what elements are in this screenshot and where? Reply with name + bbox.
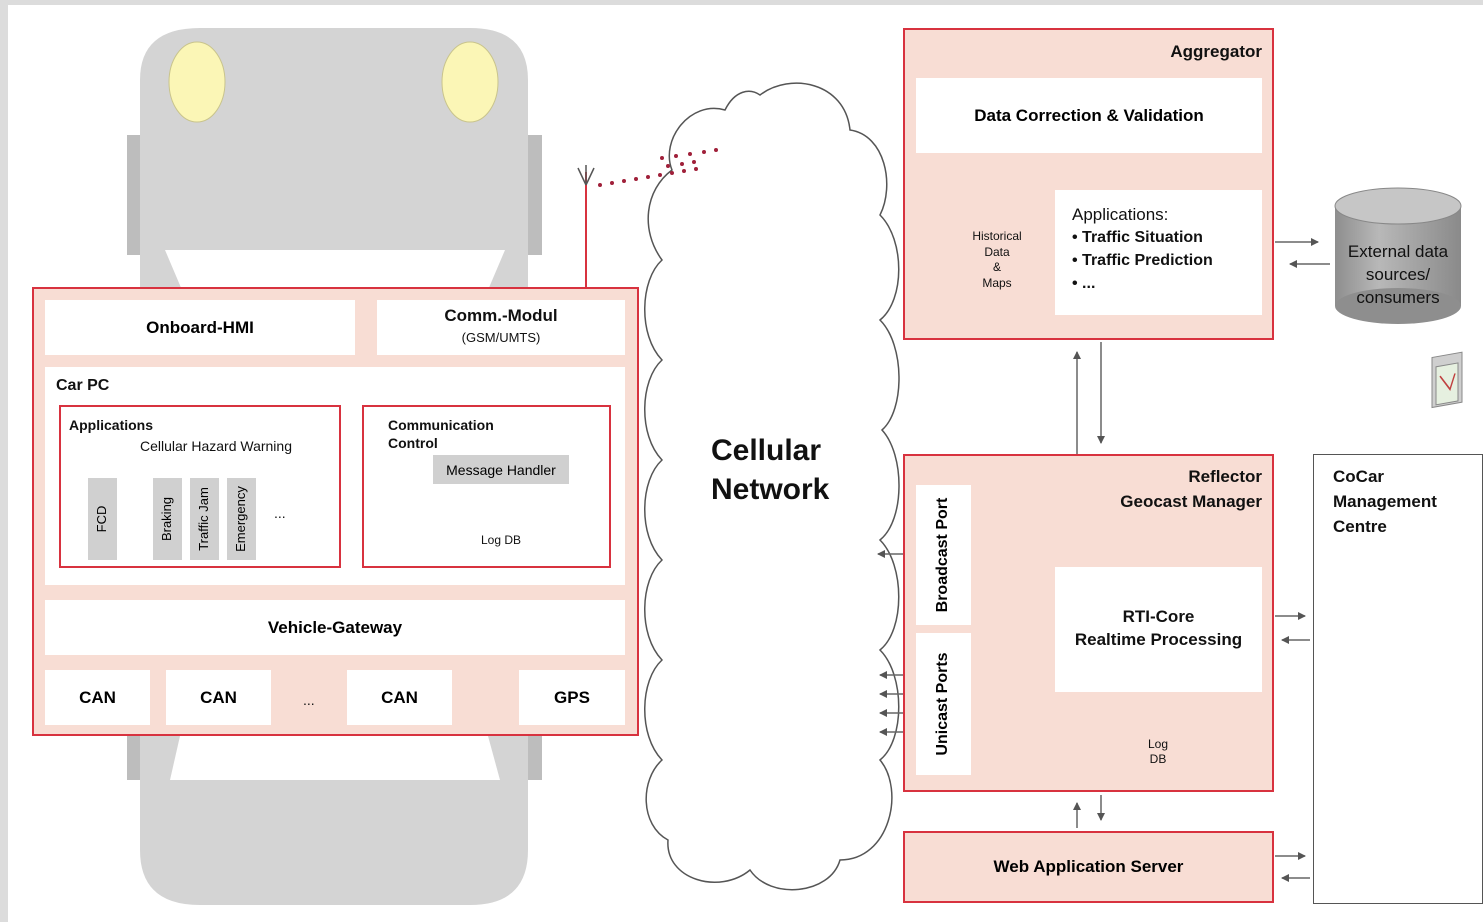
communication-control-label-line2: Control: [388, 435, 438, 451]
onboard-hmi-box: Onboard-HMI: [45, 300, 355, 355]
gps-label: GPS: [554, 687, 590, 707]
message-handler-label: Message Handler: [446, 461, 556, 478]
cellular-network-label-line2: Network: [711, 473, 830, 506]
cellular-network-cloud: [644, 82, 900, 891]
applications-label: Applications: [69, 417, 154, 433]
apps-more-ellipsis: ...: [274, 505, 286, 521]
bus-more-ellipsis: ...: [303, 692, 315, 708]
rti-core-label-line1: RTI-Core: [1122, 607, 1195, 626]
cocar-label-line3: Centre: [1333, 517, 1387, 536]
cocar-management-centre-box: [1313, 454, 1483, 904]
can-box-2: CAN: [166, 670, 271, 725]
emergency-app-box: Emergency: [227, 478, 256, 560]
cocar-label-line1: CoCar: [1333, 467, 1385, 486]
aggregator-applications-box: [1055, 190, 1262, 315]
rti-core-box: RTI-Core Realtime Processing: [1055, 567, 1262, 692]
can-box-3: CAN: [347, 670, 452, 725]
data-correction-label: Data Correction & Validation: [974, 105, 1204, 125]
comm-modul-box: Comm.-Modul (GSM/UMTS): [377, 300, 625, 355]
braking-label: Braking: [159, 496, 174, 542]
broadcast-port-box: Broadcast Port: [916, 485, 971, 625]
can-label-1: CAN: [79, 687, 116, 707]
cocar-label-line2: Management: [1333, 492, 1437, 511]
gps-box: GPS: [519, 670, 625, 725]
cellular-hazard-warning-label: Cellular Hazard Warning: [140, 438, 292, 454]
antenna-icon: [577, 165, 595, 298]
communication-control-label-line1: Communication: [388, 417, 494, 433]
external-data-label-line1: External data: [1347, 242, 1449, 261]
reflector-log-db-label-line2: DB: [1149, 752, 1167, 766]
reflector-log-db-label-line1: Log: [1147, 737, 1169, 751]
web-application-server-box: Web Application Server: [903, 831, 1274, 903]
car-pc-label: Car PC: [56, 377, 110, 394]
car-log-db-label: Log DB: [481, 533, 522, 547]
fcd-app-box: FCD: [88, 478, 117, 560]
aggregator-apps-title: Applications:: [1072, 205, 1169, 224]
data-correction-box: Data Correction & Validation: [916, 78, 1262, 153]
historical-data-label-line3: &: [992, 260, 1001, 274]
emergency-label: Emergency: [233, 486, 248, 552]
message-handler-box: Message Handler: [433, 455, 569, 484]
unicast-ports-label: Unicast Ports: [934, 652, 951, 756]
broadcast-port-label: Broadcast Port: [934, 497, 951, 613]
external-data-cylinder-icon: [1334, 187, 1462, 324]
cellular-network-label-line1: Cellular: [711, 434, 822, 467]
external-data-label-line3: consumers: [1356, 288, 1440, 307]
unicast-ports-box: Unicast Ports: [916, 633, 971, 775]
reflector-title-line1: Reflector: [1188, 467, 1262, 486]
onboard-hmi-label: Onboard-HMI: [146, 317, 254, 337]
external-data-label-line2: sources/: [1365, 265, 1431, 284]
comm-modul-label: Comm.-Modul: [444, 306, 558, 325]
radio-signal-dots: [598, 148, 718, 187]
can-label-2: CAN: [200, 687, 237, 707]
historical-data-label-line1: Historical: [972, 229, 1022, 243]
aggregator-apps-item3: • ...: [1072, 275, 1096, 292]
historical-data-label-line2: Data: [984, 245, 1010, 259]
traffic-jam-app-box: Traffic Jam: [190, 478, 219, 560]
aggregator-title: Aggregator: [1170, 42, 1262, 61]
vehicle-gateway-label: Vehicle-Gateway: [267, 617, 403, 637]
rti-core-label-line2: Realtime Processing: [1074, 630, 1243, 649]
historical-data-label-line4: Maps: [982, 276, 1012, 290]
can-box-1: CAN: [45, 670, 150, 725]
can-label-3: CAN: [381, 687, 418, 707]
traffic-jam-label: Traffic Jam: [196, 487, 211, 551]
fcd-label: FCD: [94, 505, 109, 533]
comm-modul-sublabel: (GSM/UMTS): [461, 330, 541, 345]
communication-control-box: [362, 405, 611, 568]
aggregator-apps-item1: • Traffic Situation: [1072, 229, 1203, 246]
vehicle-gateway-box: Vehicle-Gateway: [45, 600, 625, 655]
reflector-title-line2: Geocast Manager: [1120, 492, 1262, 511]
aggregator-apps-item2: • Traffic Prediction: [1072, 252, 1213, 269]
web-application-server-label: Web Application Server: [993, 857, 1184, 876]
braking-app-box: Braking: [153, 478, 182, 560]
